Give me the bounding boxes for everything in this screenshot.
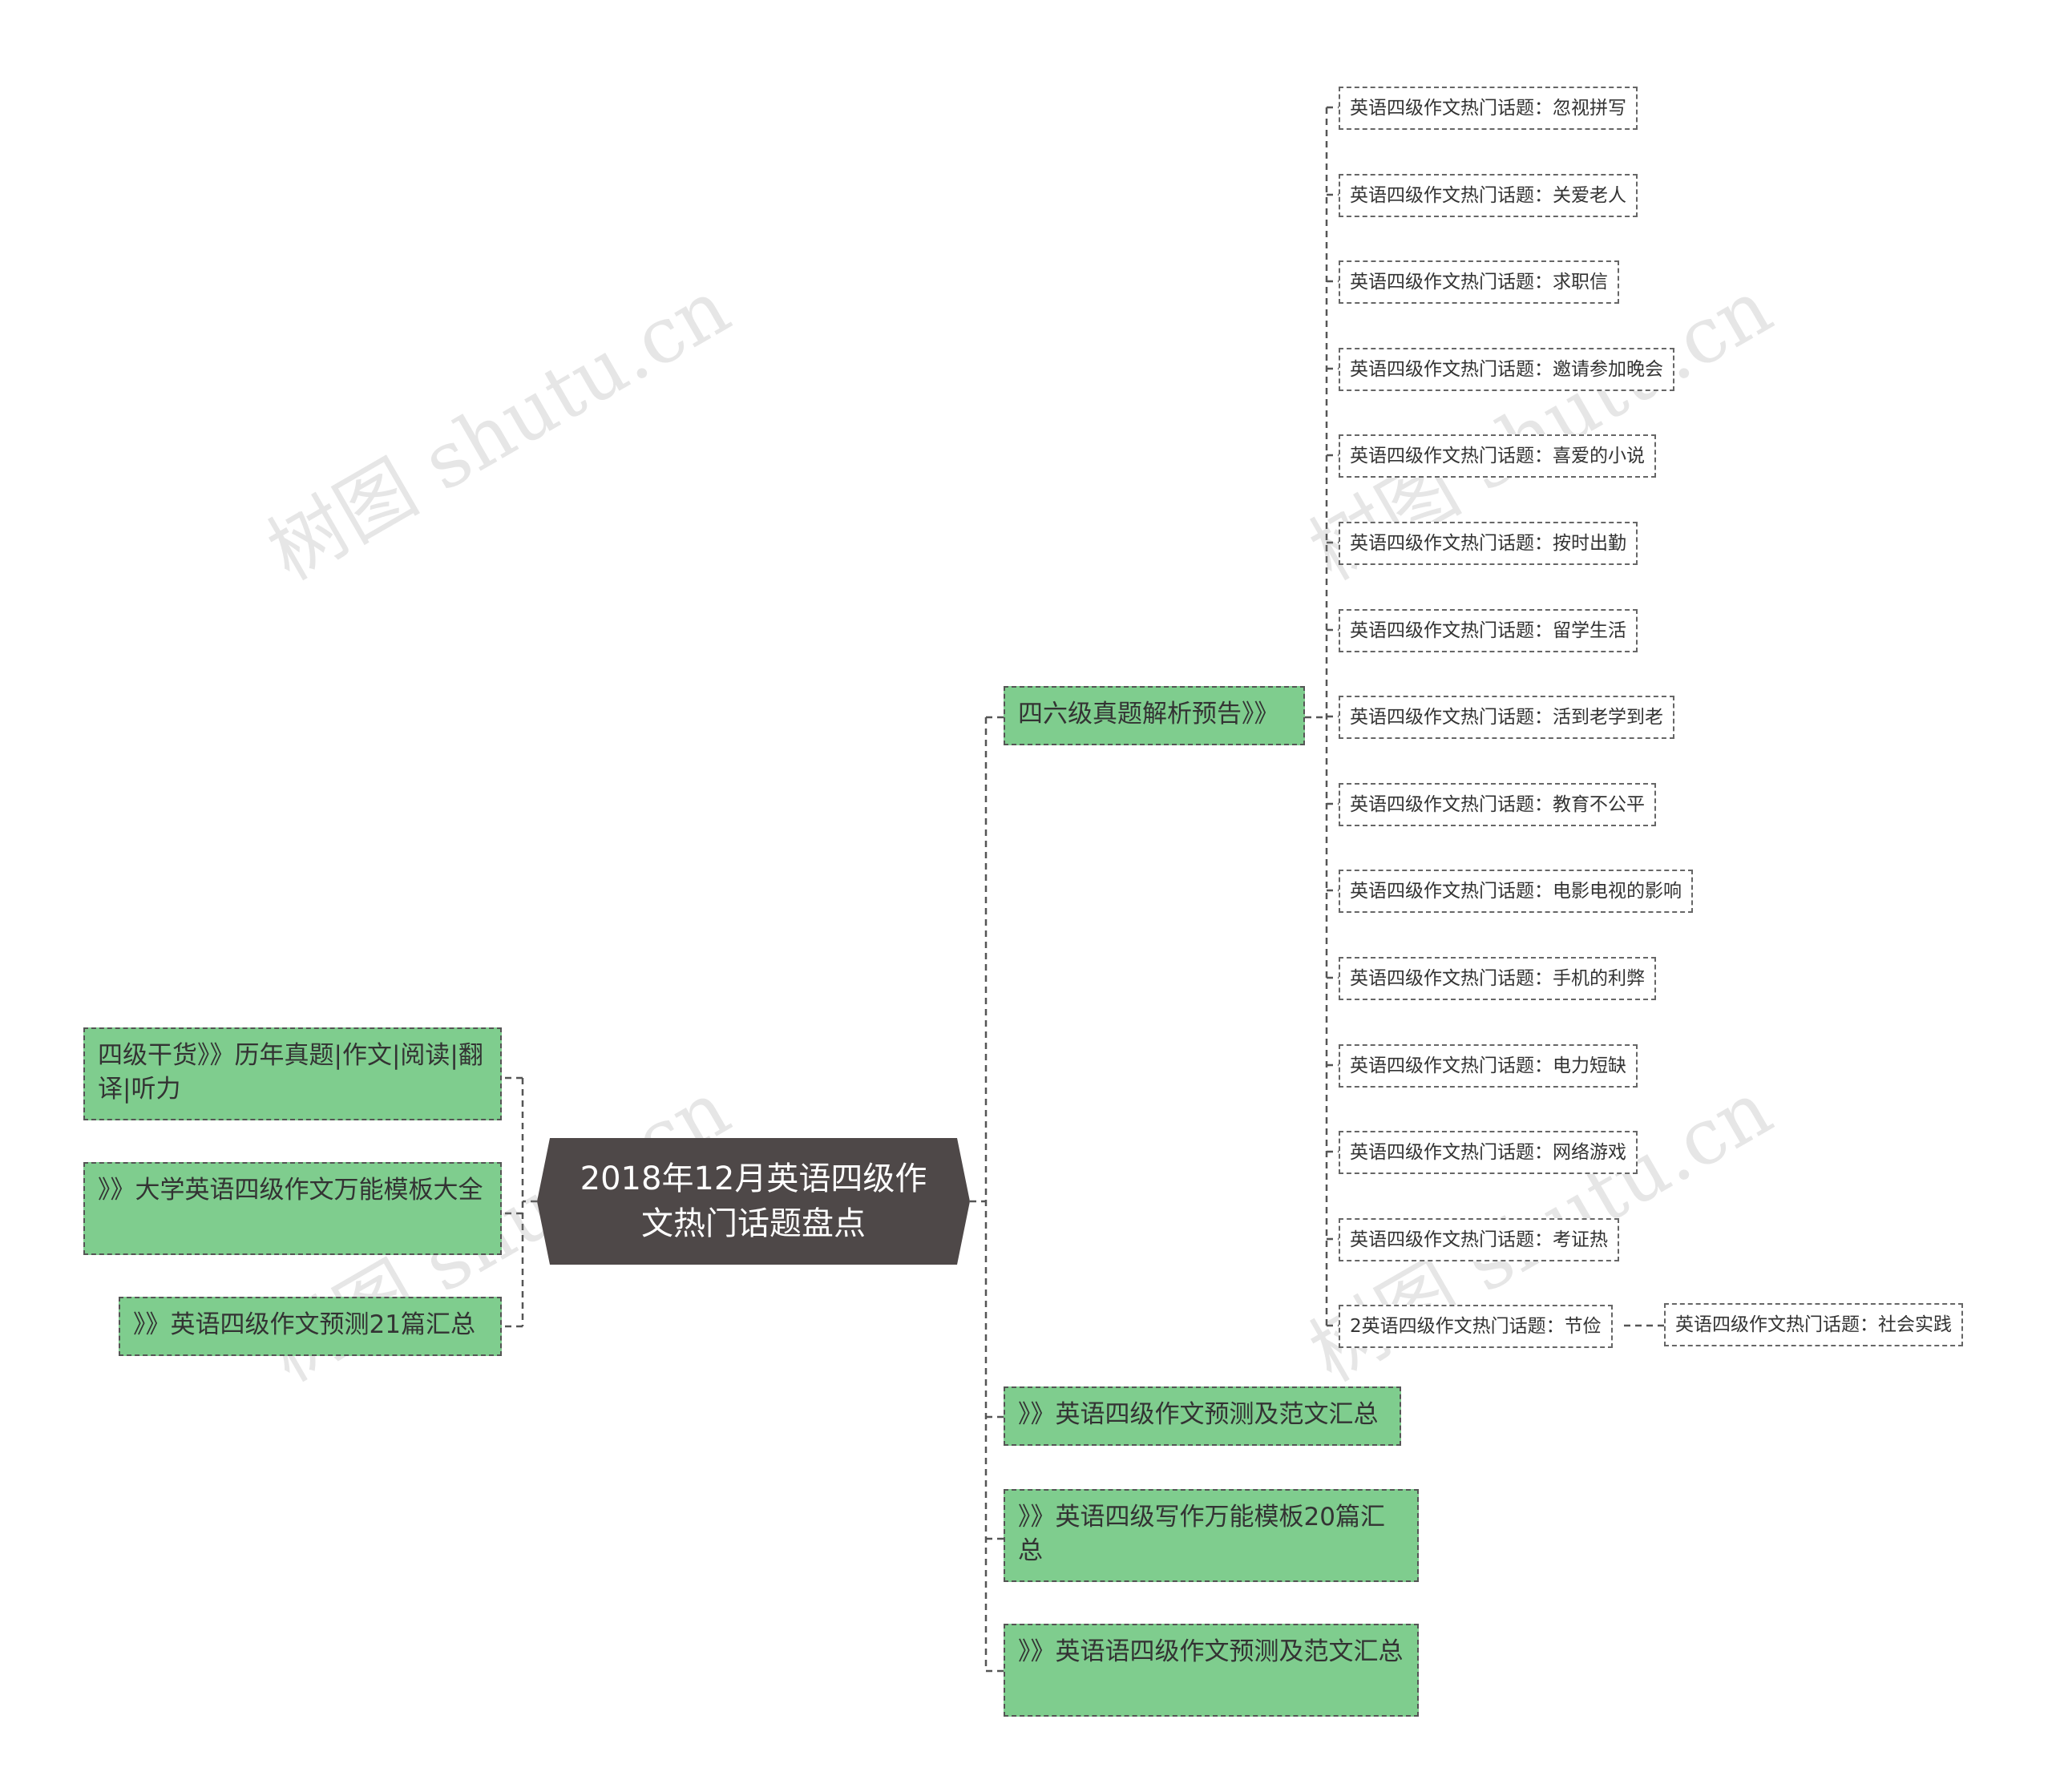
topic-label: 英语四级作文热门话题：关爱老人 bbox=[1350, 185, 1626, 206]
right-branch-label: 四六级真题解析预告》》 bbox=[1018, 700, 1279, 729]
left-branch-2[interactable]: 》》英语四级作文预测21篇汇总 bbox=[119, 1297, 502, 1356]
topic-node[interactable]: 英语四级作文热门话题：忽视拼写 bbox=[1339, 87, 1638, 130]
topic-label: 英语四级作文热门话题：教育不公平 bbox=[1350, 794, 1645, 815]
topic-node[interactable]: 英语四级作文热门话题：电力短缺 bbox=[1339, 1044, 1638, 1088]
right-branch-2[interactable]: 》》英语四级写作万能模板20篇汇总 bbox=[1004, 1489, 1419, 1582]
topic-node[interactable]: 英语四级作文热门话题：求职信 bbox=[1339, 260, 1619, 304]
topic-label: 英语四级作文热门话题：留学生活 bbox=[1350, 620, 1626, 641]
right-branch-1[interactable]: 》》英语四级作文预测及范文汇总 bbox=[1004, 1386, 1401, 1446]
topic-node[interactable]: 英语四级作文热门话题：关爱老人 bbox=[1339, 174, 1638, 217]
topic-node[interactable]: 2英语四级作文热门话题：节俭 bbox=[1339, 1305, 1613, 1348]
center-topic-label: 2018年12月英语四级作文热门话题盘点 bbox=[580, 1160, 927, 1242]
right-branch-3[interactable]: 》》英语语四级作文预测及范文汇总 bbox=[1004, 1624, 1419, 1717]
topic-label: 英语四级作文热门话题：电力短缺 bbox=[1350, 1055, 1626, 1076]
topic-label: 英语四级作文热门话题：网络游戏 bbox=[1350, 1142, 1626, 1163]
sub-topic-label: 英语四级作文热门话题：社会实践 bbox=[1675, 1314, 1952, 1335]
topic-label: 英语四级作文热门话题：求职信 bbox=[1350, 272, 1608, 293]
topic-label: 英语四级作文热门话题：邀请参加晚会 bbox=[1350, 359, 1663, 380]
topic-node[interactable]: 英语四级作文热门话题：喜爱的小说 bbox=[1339, 434, 1656, 478]
topic-node[interactable]: 英语四级作文热门话题：按时出勤 bbox=[1339, 522, 1638, 565]
topic-label: 2英语四级作文热门话题：节俭 bbox=[1350, 1316, 1602, 1337]
topic-label: 英语四级作文热门话题：考证热 bbox=[1350, 1229, 1608, 1250]
topic-node[interactable]: 英语四级作文热门话题：电影电视的影响 bbox=[1339, 870, 1693, 913]
right-branch-label: 》》英语语四级作文预测及范文汇总 bbox=[1018, 1637, 1404, 1666]
topic-node[interactable]: 英语四级作文热门话题：手机的利弊 bbox=[1339, 957, 1656, 1000]
topic-label: 英语四级作文热门话题：喜爱的小说 bbox=[1350, 446, 1645, 466]
left-branch-1[interactable]: 》》大学英语四级作文万能模板大全 bbox=[83, 1162, 502, 1255]
topic-label: 英语四级作文热门话题：按时出勤 bbox=[1350, 533, 1626, 554]
topic-label: 英语四级作文热门话题：活到老学到老 bbox=[1350, 707, 1663, 728]
right-branch-label: 》》英语四级写作万能模板20篇汇总 bbox=[1018, 1503, 1385, 1565]
topic-label: 英语四级作文热门话题：忽视拼写 bbox=[1350, 98, 1626, 119]
sub-topic-node[interactable]: 英语四级作文热门话题：社会实践 bbox=[1664, 1303, 1963, 1346]
left-branch-label: 四级干货》》历年真题|作文|阅读|翻译|听力 bbox=[98, 1041, 483, 1104]
right-branch-preview[interactable]: 四六级真题解析预告》》 bbox=[1004, 686, 1305, 745]
topic-node[interactable]: 英语四级作文热门话题：网络游戏 bbox=[1339, 1131, 1638, 1174]
topic-node[interactable]: 英语四级作文热门话题：留学生活 bbox=[1339, 609, 1638, 652]
right-branch-label: 》》英语四级作文预测及范文汇总 bbox=[1018, 1400, 1379, 1429]
center-topic[interactable]: 2018年12月英语四级作文热门话题盘点 bbox=[537, 1138, 970, 1265]
topic-label: 英语四级作文热门话题：手机的利弊 bbox=[1350, 968, 1645, 989]
topic-node[interactable]: 英语四级作文热门话题：活到老学到老 bbox=[1339, 696, 1674, 739]
topic-node[interactable]: 英语四级作文热门话题：考证热 bbox=[1339, 1218, 1619, 1261]
left-branch-0[interactable]: 四级干货》》历年真题|作文|阅读|翻译|听力 bbox=[83, 1027, 502, 1120]
topic-node[interactable]: 英语四级作文热门话题：邀请参加晚会 bbox=[1339, 348, 1674, 391]
left-branch-label: 》》大学英语四级作文万能模板大全 bbox=[98, 1176, 483, 1205]
topic-label: 英语四级作文热门话题：电影电视的影响 bbox=[1350, 881, 1682, 902]
topic-node[interactable]: 英语四级作文热门话题：教育不公平 bbox=[1339, 783, 1656, 826]
left-branch-label: 》》英语四级作文预测21篇汇总 bbox=[133, 1310, 475, 1339]
